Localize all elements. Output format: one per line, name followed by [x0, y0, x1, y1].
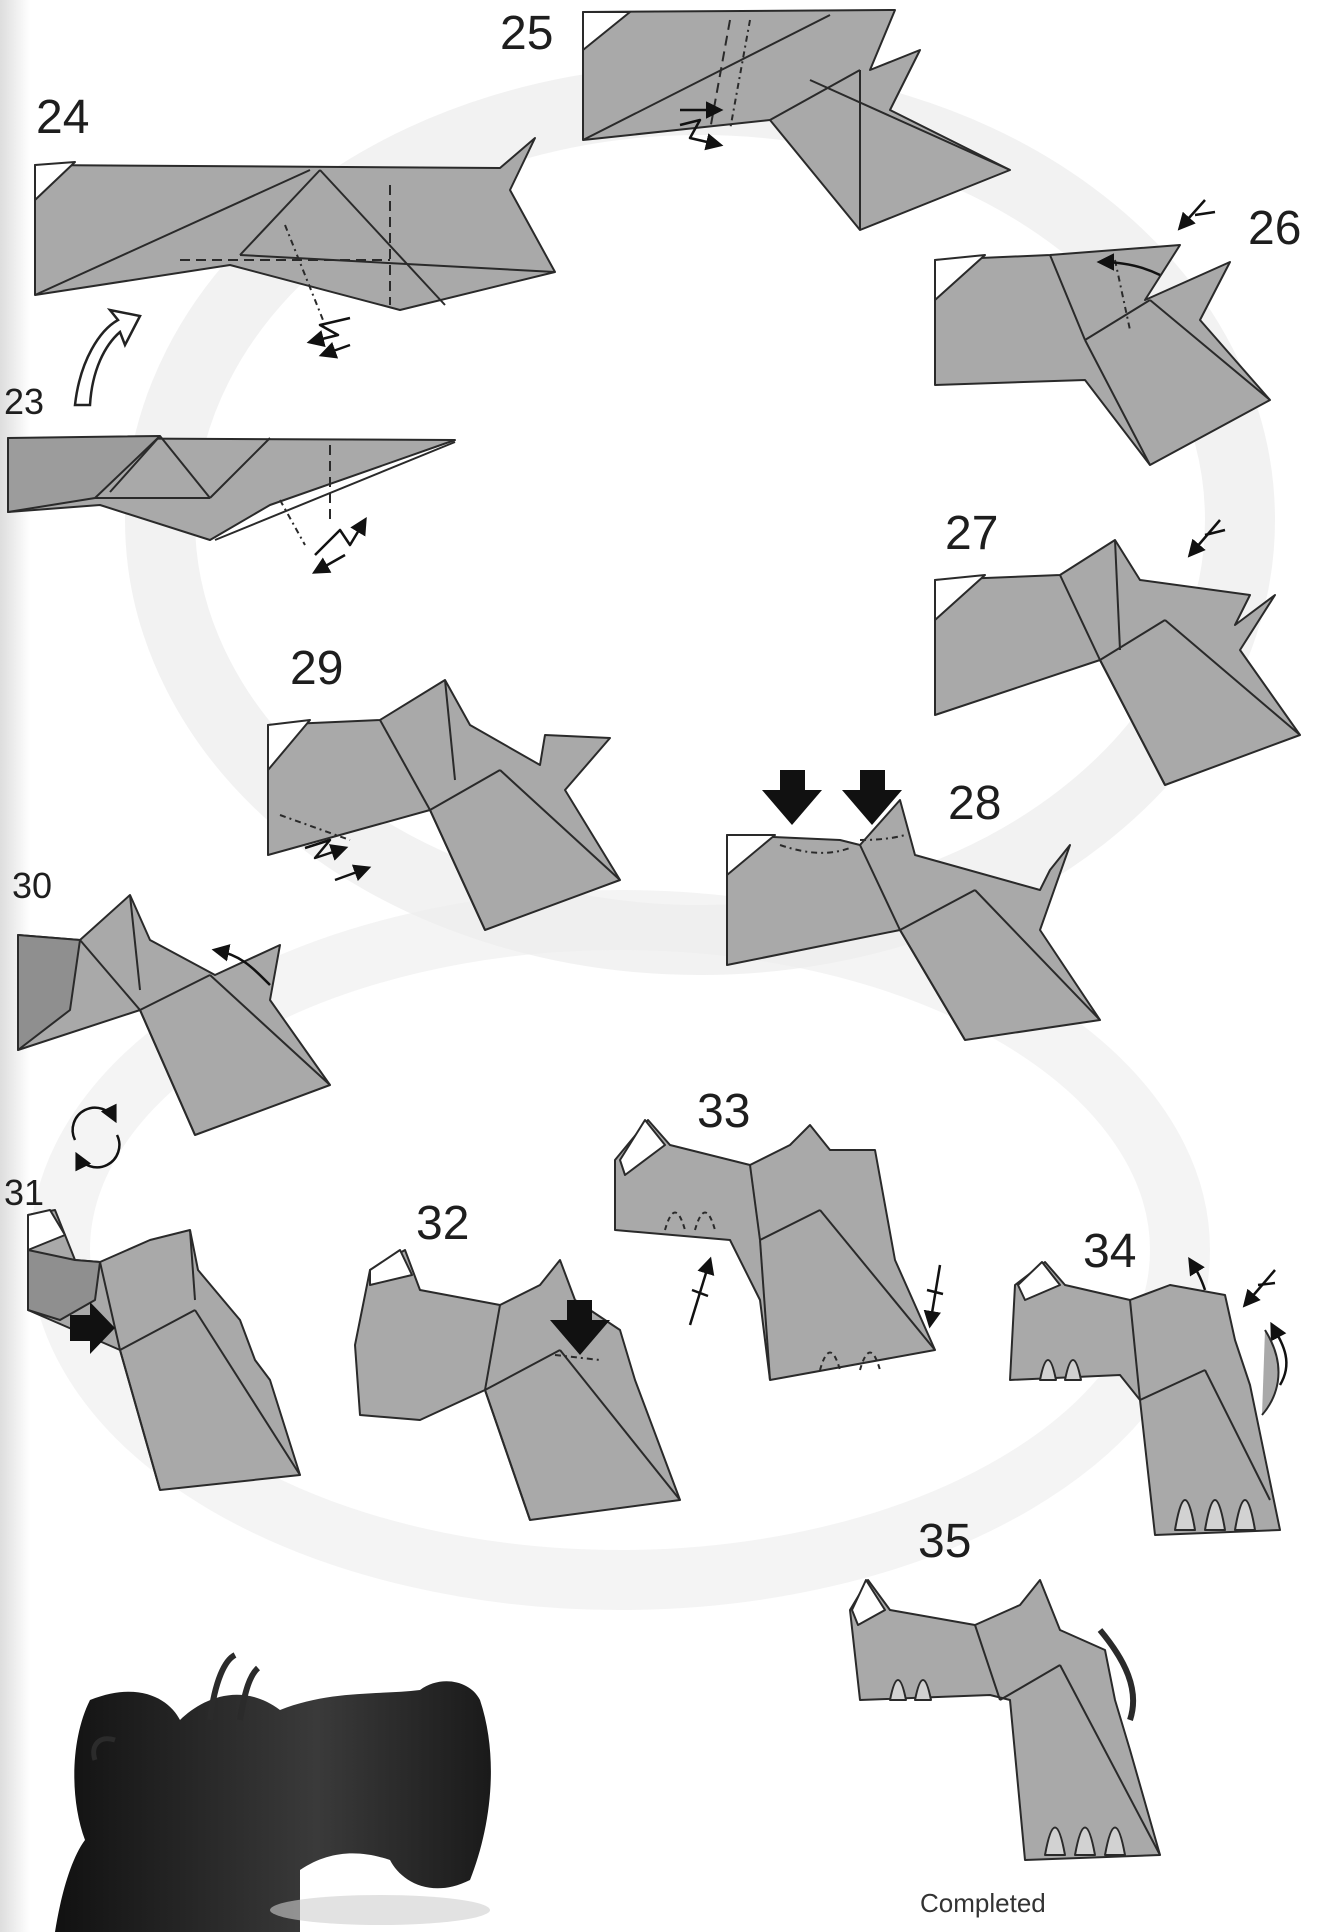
pleat-arrow-icon [310, 318, 350, 355]
step-number-34: 34 [1083, 1228, 1136, 1276]
step-number-35: 35 [918, 1518, 971, 1566]
step-number-26: 26 [1248, 205, 1301, 253]
step-35-figure [850, 1580, 1160, 1860]
step-number-29: 29 [290, 645, 343, 693]
step-23-figure [8, 436, 455, 572]
step-number-23: 23 [4, 384, 44, 420]
step-number-33: 33 [697, 1088, 750, 1136]
step-number-31: 31 [4, 1175, 44, 1211]
step-number-25: 25 [500, 10, 553, 58]
step-number-24: 24 [36, 94, 89, 142]
step-number-28: 28 [948, 780, 1001, 828]
pleat-arrow-icon [315, 520, 365, 572]
step-32-figure [355, 1250, 680, 1520]
finished-model-photo [55, 1655, 491, 1932]
completed-caption: Completed [920, 1888, 1046, 1919]
step-33-figure [615, 1120, 943, 1380]
push-arrow-icon [762, 770, 902, 825]
step-number-27: 27 [945, 510, 998, 558]
step-number-32: 32 [416, 1200, 469, 1248]
flip-over-arrow-icon [75, 310, 140, 405]
step-number-30: 30 [12, 868, 52, 904]
